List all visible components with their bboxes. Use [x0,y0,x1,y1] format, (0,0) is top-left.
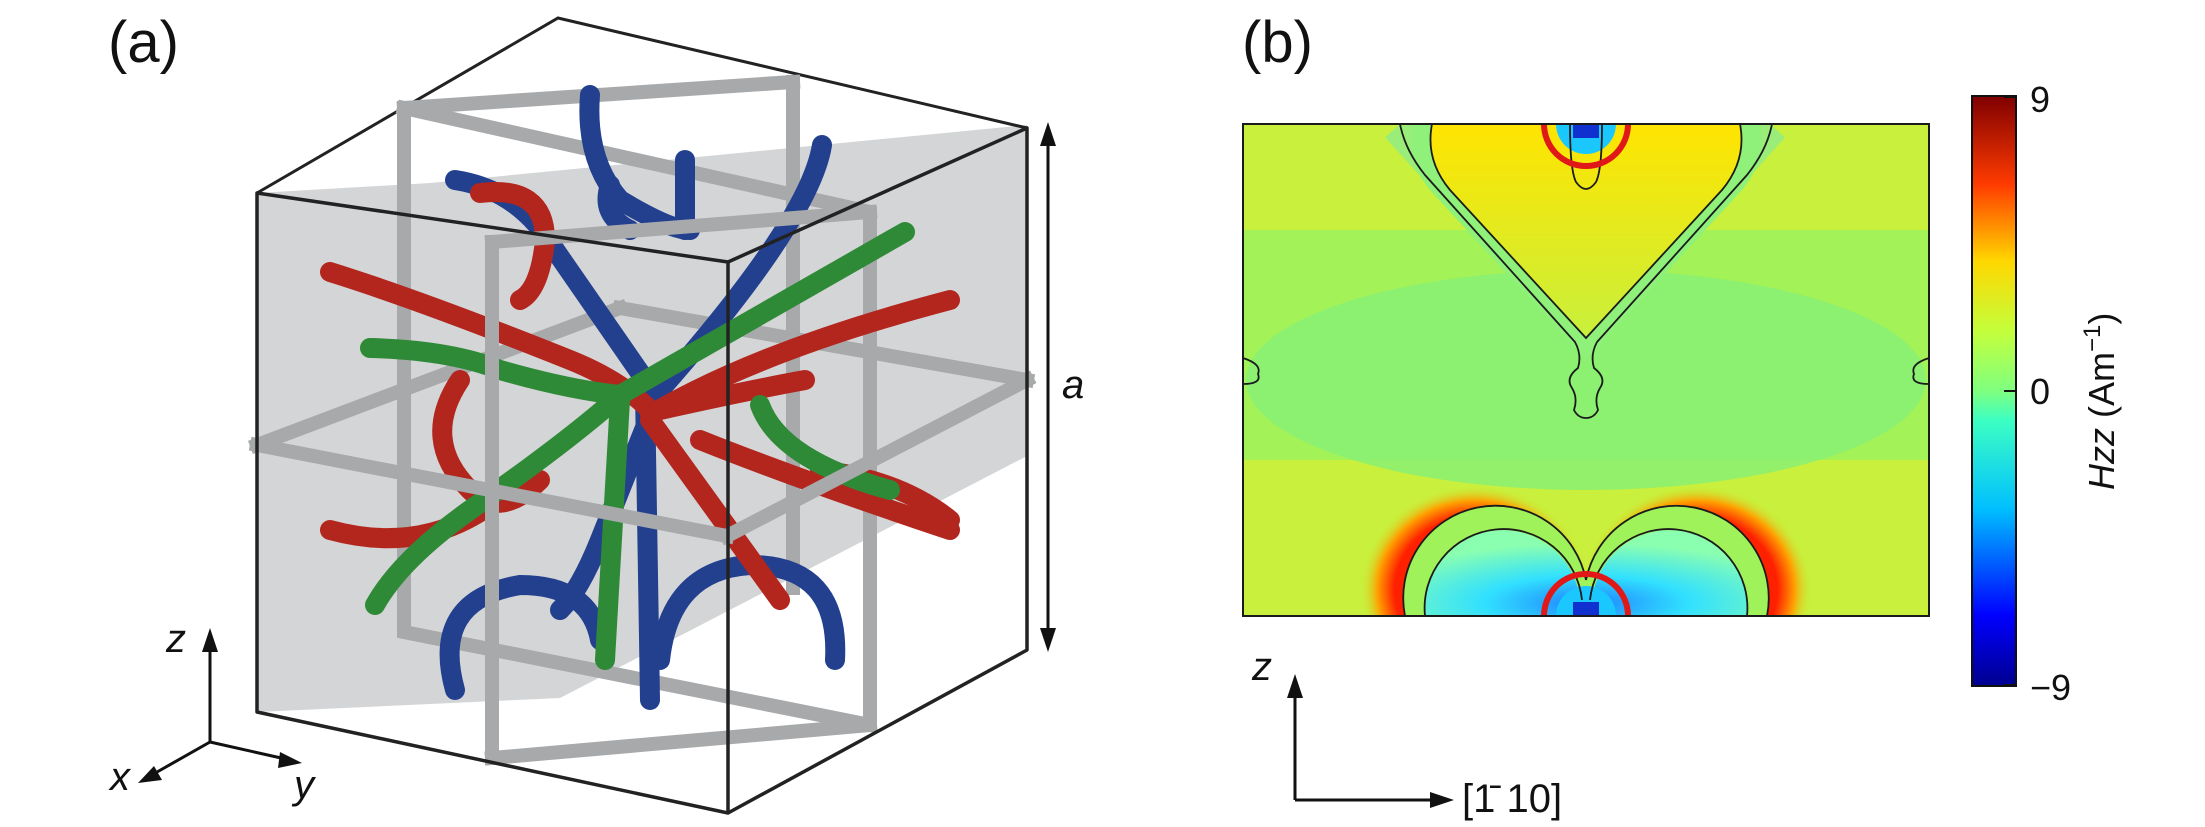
green-tubes [360,222,915,670]
coordinate-axes-a: z x y [108,617,317,807]
contour-lines [1243,124,1929,616]
colorbar-min-label: −9 [2030,667,2071,708]
colorbar-title: Hzz (Am−1) [2079,313,2122,490]
colorbar-max-label: 9 [2030,79,2050,120]
coordinate-axes-b: z [1̄ 10] [1251,645,1562,821]
dimension-arrow: a [1040,122,1084,652]
axis-y-label: y [291,763,317,807]
colorbar-unit: (Am [2081,352,2122,428]
axis-vertical-label: z [1251,645,1272,689]
panel-a-label: (a) [108,10,179,75]
gray-frame-front [248,204,1037,766]
axis-horizontal-label: [1̄ 10] [1462,777,1562,821]
colorbar-mid-label: 0 [2030,371,2050,412]
colorbar-unit-close: ) [2081,313,2122,325]
cube-back-edges [256,16,1028,195]
panel-a: (a) [108,10,1084,815]
colorbar: 9 0 −9 Hzz (Am−1) [1971,79,2122,708]
cube-front-edges [255,126,1029,815]
field-map [1243,124,1929,616]
colorbar-quantity: Hzz [2081,428,2122,490]
colorbar-unit-exp: −1 [2079,325,2106,352]
panel-b-label: (b) [1242,10,1313,75]
axis-x-label: x [108,755,132,799]
field-rings [1541,123,1631,617]
field-frame [1242,123,1930,617]
axis-z-label: z [165,617,186,661]
panel-b: (b) [1242,10,2122,821]
dimension-label: a [1062,363,1084,407]
